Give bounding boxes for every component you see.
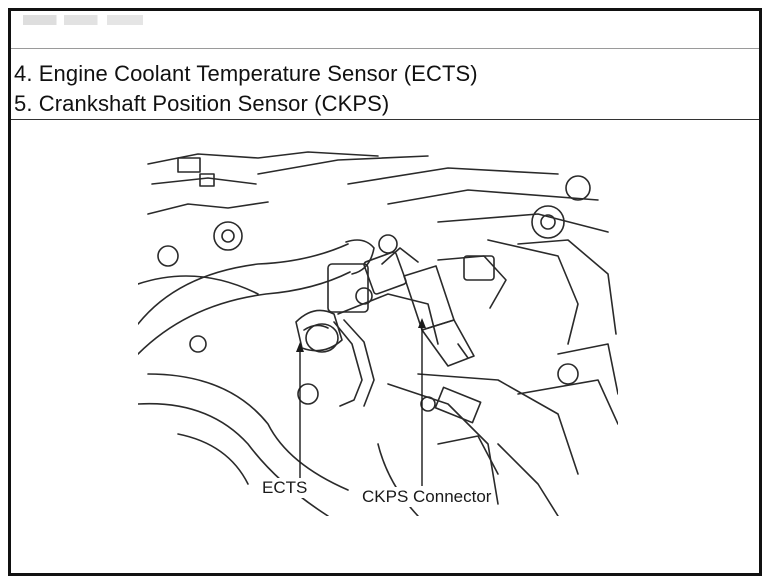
- engine-line-art: [138, 151, 618, 516]
- engine-diagram: [138, 144, 618, 516]
- header-divider: [11, 48, 759, 49]
- document-frame: 4. Engine Coolant Temperature Sensor (EC…: [8, 8, 762, 576]
- ects-label: ECTS: [260, 478, 310, 498]
- caption-header: 4. Engine Coolant Temperature Sensor (EC…: [11, 11, 759, 120]
- caption-line-ckps: 5. Crankshaft Position Sensor (CKPS): [14, 91, 390, 116]
- caption-line-ects: 4. Engine Coolant Temperature Sensor (EC…: [14, 61, 478, 86]
- faded-header-text: [23, 15, 143, 25]
- ckps-connector-label: CKPS Connector: [360, 487, 494, 507]
